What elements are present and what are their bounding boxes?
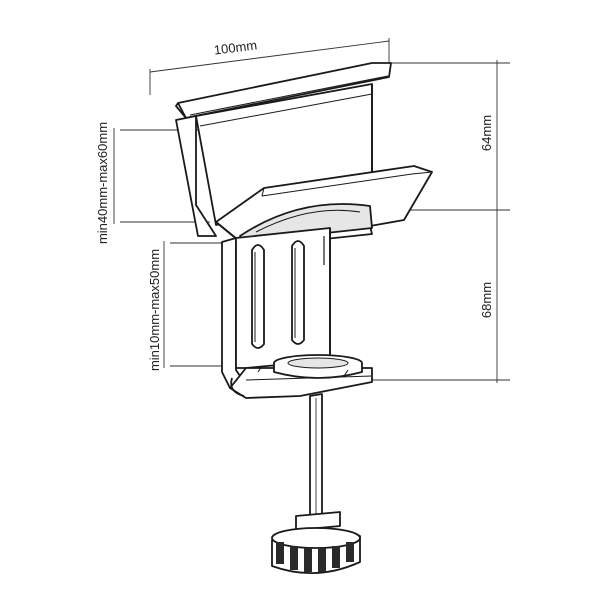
upper-height-label: 64mm <box>479 115 494 151</box>
knob-ridge-4 <box>318 548 326 572</box>
lower-frame-face <box>235 227 331 369</box>
lower-height-label: 68mm <box>479 282 494 318</box>
lower-opening-label: min10mm-max50mm <box>147 249 162 371</box>
clamp-foot-curve <box>230 377 245 397</box>
knob-grip-ridges <box>276 542 354 572</box>
upper-bracket-inner-edge <box>199 93 373 127</box>
pressure-pad-center <box>287 357 349 369</box>
width-label: 100mm <box>213 37 258 57</box>
top-jaw-edge <box>177 102 187 119</box>
middle-shelf-front-left <box>215 221 239 241</box>
adjustment-slot-right <box>291 240 305 345</box>
knob-ridge-6 <box>346 542 354 562</box>
knob-collar <box>295 511 341 531</box>
middle-shelf-rim <box>261 171 433 197</box>
knob-ridge-2 <box>290 546 298 570</box>
foot-tick-1 <box>257 365 263 373</box>
shelf-curve-line <box>255 209 361 233</box>
knob-ridge-5 <box>332 546 340 568</box>
shelf-curved-shading <box>239 203 373 243</box>
adjustment-slot-left <box>251 244 265 349</box>
knob-ridge-1 <box>276 542 284 564</box>
upper-opening-label: min40mm-max60mm <box>95 122 110 244</box>
clamp-body <box>175 62 433 574</box>
knob-top <box>271 527 361 549</box>
top-jaw-underside <box>189 75 389 116</box>
dimension-lines <box>113 38 510 383</box>
width-dimension-line <box>149 40 390 73</box>
foot-tick-2 <box>343 369 349 377</box>
knob-ridge-3 <box>304 548 312 572</box>
